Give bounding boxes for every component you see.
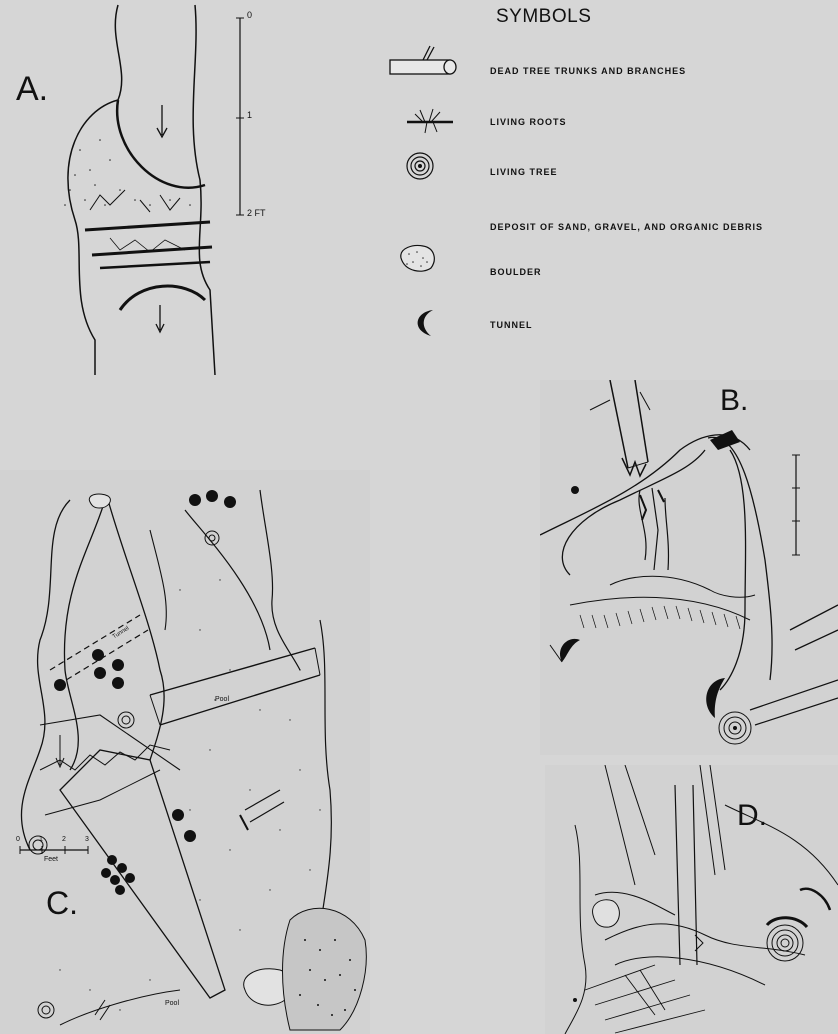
symbol-label-tunnel: TUNNEL [490, 320, 533, 330]
panel-d-drawing [545, 765, 838, 1034]
symbol-label-dead-tree: DEAD TREE TRUNKS AND BRANCHES [490, 66, 686, 76]
roots-icon [405, 106, 455, 136]
scale-number-0: 0 [16, 836, 20, 843]
panel-c-letter: C. [46, 885, 78, 922]
panel-d-letter: D. [737, 799, 767, 833]
panel-a: A. 0 1 2 FT [0, 0, 280, 380]
symbol-label-roots: LIVING ROOTS [490, 117, 567, 127]
pool-label-upper: Pool [215, 696, 229, 703]
scale-tick-1: 1 [247, 110, 252, 120]
panel-b: B. [540, 380, 838, 755]
panel-b-letter: B. [720, 384, 748, 418]
panel-d: D. [545, 765, 838, 1034]
scale-number-3: 3 [85, 836, 89, 843]
dead-tree-icon [388, 42, 463, 82]
panel-a-letter: A. [16, 70, 48, 109]
pool-label-lower: Pool [165, 1000, 179, 1007]
panel-c: C. 0 1 2 3 Feet Tunnel Pool Pool [0, 470, 370, 1034]
scale-tick-2: 2 FT [247, 208, 266, 218]
living-tree-icon [400, 148, 440, 184]
scale-number-1: 1 [39, 836, 43, 843]
symbol-label-deposit: DEPOSIT OF SAND, GRAVEL, AND ORGANIC DEB… [490, 222, 763, 232]
symbols-title: SYMBOLS [496, 6, 591, 28]
symbol-label-boulder: BOULDER [490, 267, 542, 277]
panel-c-drawing [0, 470, 370, 1034]
scale-number-2: 2 [62, 836, 66, 843]
symbol-label-living-tree: LIVING TREE [490, 167, 558, 177]
scale-unit: Feet [44, 856, 58, 863]
boulder-icon [395, 242, 439, 276]
tunnel-icon [405, 306, 439, 340]
panel-b-drawing [540, 380, 838, 755]
panel-a-drawing [0, 0, 280, 380]
scale-tick-0: 0 [247, 10, 252, 20]
